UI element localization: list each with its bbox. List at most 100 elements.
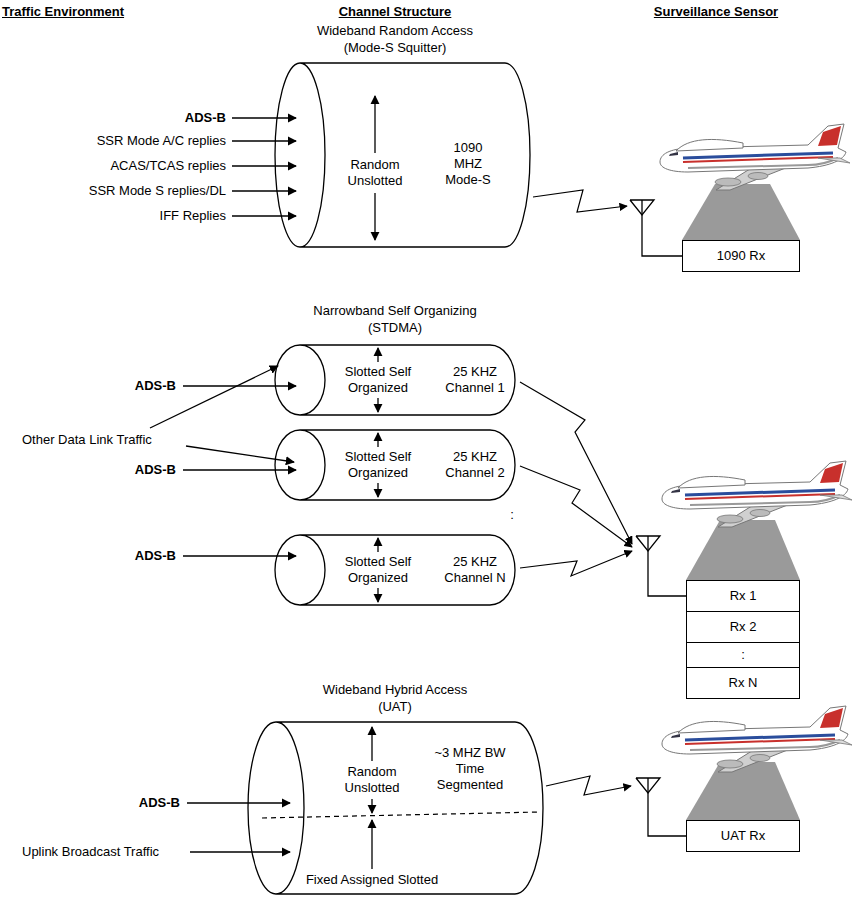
graphic-line [232, 117, 296, 118]
graphic-line [150, 366, 278, 428]
receiver-box: Rx 1 [686, 580, 800, 612]
receiver-box: : [686, 642, 800, 668]
graphic-line [377, 538, 378, 552]
receiver-box: Rx N [686, 667, 800, 699]
channel-cylinder: Slotted Self Organized 25 KHZ Channel 2 [275, 430, 515, 500]
receiver-box: UAT Rx [686, 820, 800, 852]
receiver-label: 1090 Rx [717, 248, 765, 264]
section-title: Wideband Random Access [317, 23, 473, 39]
graphic-line [232, 140, 296, 141]
receiver-label: Rx 2 [730, 619, 757, 635]
aircraft-illustration [662, 461, 852, 527]
graphic-line [377, 433, 378, 447]
section-subtitle: (STDMA) [368, 320, 422, 336]
channel-text: Random Unslotted [336, 764, 408, 796]
section-subtitle: (Mode-S Squitter) [344, 40, 447, 56]
graphic-line [183, 469, 296, 470]
input-label: ADS-B [135, 462, 176, 478]
input-label: ACAS/TCAS replies [110, 158, 226, 174]
channel-cylinder: Random Unslotted ~3 MHZ BW Time Segmented… [248, 722, 543, 894]
aircraft-mount [686, 762, 800, 820]
aircraft-mount [686, 520, 800, 580]
section-subtitle: (UAT) [378, 699, 412, 715]
ellipsis-mark: : [510, 507, 514, 523]
channel-text: 1090 MHZ Mode-S [442, 140, 494, 188]
column-heading: Traffic Environment [2, 4, 124, 20]
channel-cylinder: Random Unslotted 1090 MHZ Mode-S [275, 63, 530, 247]
cylinder-path [248, 722, 543, 894]
graphic-line [187, 802, 290, 803]
channel-text: Slotted Self Organized [332, 364, 424, 396]
graphic-line [377, 588, 378, 602]
receiver-box: Rx 2 [686, 611, 800, 643]
aircraft-illustration [660, 124, 850, 190]
graphic-line [377, 398, 378, 412]
graphic-line [377, 348, 378, 362]
channel-arrows [371, 727, 372, 869]
graphic-polyline [648, 536, 686, 596]
graphic-polyline [520, 466, 632, 547]
radio-link [546, 776, 631, 795]
channel-text: 25 KHZ Channel N [444, 554, 506, 586]
antenna-symbol [636, 536, 686, 596]
receiver-label: Rx N [729, 675, 758, 691]
input-arrows [187, 803, 290, 852]
input-label: Other Data Link Traffic [22, 432, 152, 448]
radio-link [533, 190, 627, 212]
graphic-line [371, 820, 372, 869]
receiver-label: UAT Rx [721, 828, 765, 844]
graphic-polyline [520, 382, 632, 544]
graphic-line [374, 96, 375, 153]
cylinder-path [275, 535, 515, 605]
graphic-line [371, 727, 372, 761]
channel-text: 25 KHZ Channel 1 [444, 364, 506, 396]
graphic-line [232, 190, 296, 191]
section-title: Wideband Hybrid Access [323, 682, 468, 698]
channel-text: Slotted Self Organized [332, 554, 424, 586]
cylinder-path [275, 345, 515, 415]
antenna-symbol [636, 778, 686, 836]
cylinder-path [275, 430, 515, 500]
graphic-line [183, 385, 296, 386]
channel-text: Slotted Self Organized [332, 449, 424, 481]
graphic-line [190, 851, 290, 852]
cylinder-path [275, 63, 530, 247]
input-label: SSR Mode A/C replies [97, 133, 226, 149]
channel-cylinder: Slotted Self Organized 25 KHZ Channel N [275, 535, 515, 605]
graphic-line [377, 483, 378, 497]
receiver-label: Rx 1 [730, 588, 757, 604]
graphic-line [371, 799, 372, 813]
graphic-line [183, 555, 296, 556]
aircraft-illustration [662, 706, 852, 772]
section-title: Narrowband Self Organizing [313, 303, 476, 319]
graphic-polyline [642, 200, 682, 256]
column-heading: Surveillance Sensor [654, 4, 778, 20]
graphic-polyline [520, 551, 632, 576]
input-label: ADS-B [185, 110, 226, 126]
channel-text: ~3 MHZ BW Time Segmented [432, 745, 508, 793]
channel-cylinder: Slotted Self Organized 25 KHZ Channel 1 [275, 345, 515, 415]
input-label: ADS-B [135, 548, 176, 564]
cylinder-outline [275, 63, 530, 247]
receiver-box: 1090 Rx [682, 240, 800, 272]
aircraft-mount [682, 184, 800, 240]
input-arrows [150, 366, 296, 556]
receiver-label: : [741, 647, 745, 663]
input-label: ADS-B [139, 795, 180, 811]
graphic-line [232, 165, 296, 166]
input-label: IFF Replies [160, 208, 226, 224]
graphic-polyline [648, 778, 686, 836]
column-heading: Channel Structure [339, 4, 452, 20]
graphic-line [374, 193, 375, 240]
channel-text: Fixed Assigned Slotted [292, 872, 452, 888]
input-label: Uplink Broadcast Traffic [22, 844, 159, 860]
antenna-symbol [630, 200, 682, 256]
channel-text: Random Unslotted [339, 157, 411, 189]
radio-links [520, 382, 632, 576]
input-label: ADS-B [135, 378, 176, 394]
channel-text: 25 KHZ Channel 2 [444, 449, 506, 481]
input-arrows [232, 118, 296, 216]
input-label: SSR Mode S replies/DL [89, 183, 226, 199]
graphic-line [232, 215, 296, 216]
